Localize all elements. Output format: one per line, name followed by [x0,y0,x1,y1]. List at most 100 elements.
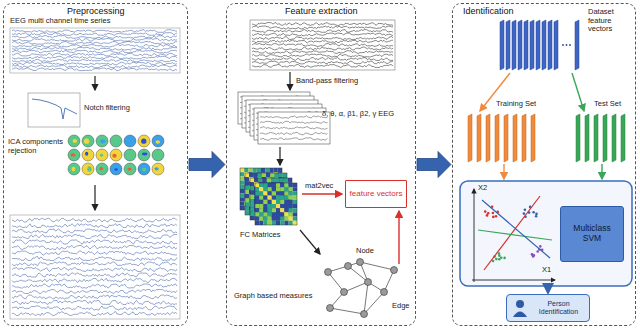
matrix-cell [245,194,249,198]
matrix-cell [293,204,297,208]
matrix-cell [244,168,248,172]
eeg-trace [252,47,393,50]
matrix-cell [255,208,259,212]
graph-node [345,263,352,270]
topomap-blob [100,139,105,143]
matrix-cell [280,183,284,187]
data-point [492,212,495,215]
topomap [152,135,164,147]
eeg-trace [12,30,177,33]
topomap [110,149,122,161]
panel-title: Feature extraction [285,6,358,16]
matrix-cell [250,212,254,216]
matrix-cell [253,173,257,177]
matrix-cell [293,183,297,187]
matrix-cell [245,173,249,177]
box-label: Person Identification [531,300,586,316]
result-arrow [547,287,549,293]
feature-vector [524,20,528,70]
classifier-box: Multiclass SVM [560,206,624,262]
eeg-trace [12,268,177,272]
test-arrow [601,164,602,179]
graph-node [381,289,388,296]
matrix-frame [240,168,282,210]
matrix-cell [250,203,254,207]
matrix-frame [245,173,287,215]
data-point [539,245,542,248]
annotation: Notch filtering [84,104,164,113]
matrix-cell [255,217,259,221]
eeg-trace [252,61,393,64]
matrix-cell [276,187,280,191]
graph-arrow [398,211,399,264]
graph-node [327,305,334,312]
matrix-cell [272,221,276,225]
matrix-cell [240,168,244,172]
test-vector [585,114,589,162]
eeg-trace [12,284,177,288]
matrix-cell [272,183,276,187]
test-vectors [576,114,625,162]
eeg-trace [12,47,177,50]
matrix-cell [289,196,293,200]
topomap [68,149,80,161]
matrix-cell [263,204,267,208]
matrix-cell [293,212,297,216]
matrix-cell [259,200,263,204]
test-vector [612,114,616,162]
matrix-cell [245,198,249,202]
matrix-cell [259,187,263,191]
matrix-cell [259,196,263,200]
matrix-cell [272,191,276,195]
eeg-traces [12,218,177,316]
eeg-trace [12,290,177,294]
matrix-cell [259,204,263,208]
eeg-trace [12,33,177,36]
down-arrow [94,185,95,210]
graph-edge [364,292,384,314]
data-point [535,215,538,218]
matrix-cell [250,195,254,199]
matrix-frame [250,178,292,220]
matrix-cell [276,200,280,204]
flow-arrow [417,152,451,178]
matrix-cell [245,202,249,206]
ellipsis-dot [569,44,571,46]
topomap-blob [154,167,158,170]
eeg-trace [12,62,177,65]
matrix-cell [250,178,254,182]
data-point [498,255,501,258]
matrix-cell [240,197,244,201]
training-vector [486,114,490,162]
matrix-cell [289,204,293,208]
matrix-cell [250,191,254,195]
matrix-cell [240,206,244,210]
eeg-trace [12,45,177,48]
matrix-cell [268,221,272,225]
matrix-cell [245,181,249,185]
eeg-trace [12,312,177,316]
matrix-cell [280,221,284,225]
matrix-cell [284,208,288,212]
matrix-cell [263,187,267,191]
topomap-blob [70,153,75,156]
matrix-cell [276,217,280,221]
topomap [152,149,164,161]
matrix-cell [269,168,273,172]
matrix-cell [293,196,297,200]
topomap [124,149,136,161]
matrix-cell [284,196,288,200]
matrix-cell [278,168,282,172]
topomap-blob [73,139,77,143]
matrix-cell [293,191,297,195]
feature-vector [554,20,558,70]
matrix-cell [276,191,280,195]
eeg-trace [12,229,177,233]
data-point [524,209,527,212]
feature-vector [500,20,504,70]
matrix-cell [267,178,271,182]
topomap-blob [157,152,162,155]
matrix-cell [259,208,263,212]
data-point [495,258,498,261]
